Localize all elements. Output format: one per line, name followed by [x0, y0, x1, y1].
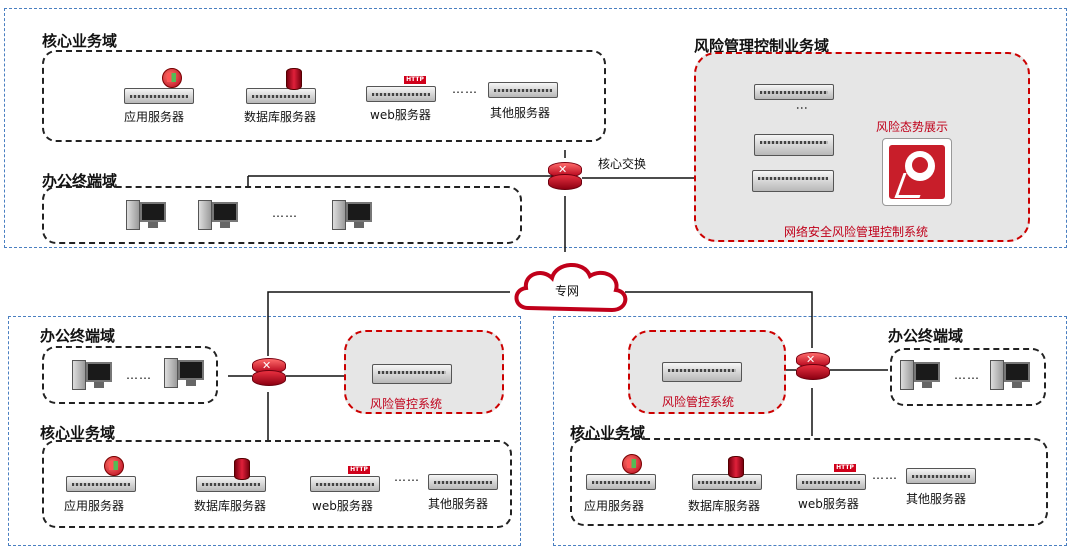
bottom-right-region	[553, 316, 1067, 546]
risk-domain-title: 风险管理控制业务域	[694, 37, 830, 55]
bl-office-ellipsis: ……	[126, 368, 152, 382]
risk-dashboard-icon	[882, 138, 952, 206]
bl-core-zone	[42, 440, 512, 528]
cloud-label: 专网	[555, 284, 580, 298]
br-core-zone	[570, 438, 1048, 526]
core-switch-icon: ✕	[548, 162, 582, 192]
pc-icon	[126, 198, 168, 230]
br-office-title: 办公终端域	[888, 327, 964, 345]
bl-office-title: 办公终端域	[40, 327, 116, 345]
pc-icon	[164, 356, 206, 388]
br-system-server-icon	[662, 362, 742, 382]
http-badge-icon: HTTP	[348, 466, 370, 474]
bl-app-server-label: 应用服务器	[64, 499, 125, 513]
bl-system-label: 风险管控系统	[370, 397, 443, 411]
other-server-label: 其他服务器	[490, 106, 551, 120]
bl-db-server-label: 数据库服务器	[194, 499, 267, 513]
other-server-icon	[428, 474, 498, 490]
db-server-icon	[246, 88, 316, 104]
db-server-icon	[196, 476, 266, 492]
app-server-label: 应用服务器	[124, 110, 185, 124]
risk-server-ellipsis-icon: ⋮	[795, 102, 809, 115]
db-server-label: 数据库服务器	[244, 110, 317, 124]
br-servers-ellipsis: ……	[872, 468, 898, 482]
bl-system-server-icon	[372, 364, 452, 384]
risk-system-label: 网络安全风险管理控制系统	[784, 225, 929, 239]
web-server-icon	[796, 474, 866, 490]
br-switch-icon: ✕	[796, 352, 830, 382]
pc-icon	[72, 358, 114, 390]
web-server-label: web服务器	[370, 108, 431, 122]
http-badge-icon: HTTP	[404, 76, 426, 84]
http-badge-icon: HTTP	[834, 464, 856, 472]
risk-server-icon	[752, 170, 834, 192]
bl-office-zone	[42, 346, 218, 404]
database-badge-icon	[234, 458, 250, 480]
database-badge-icon	[286, 68, 302, 90]
top-region	[4, 8, 1067, 248]
bl-servers-ellipsis: ……	[394, 470, 420, 484]
br-app-server-label: 应用服务器	[584, 499, 645, 513]
pc-icon	[990, 358, 1032, 390]
br-web-server-label: web服务器	[798, 497, 859, 511]
db-server-icon	[692, 474, 762, 490]
core-switch-label: 核心交换	[598, 157, 647, 171]
web-server-icon	[310, 476, 380, 492]
other-server-icon	[488, 82, 558, 98]
database-badge-icon	[728, 456, 744, 478]
top-office-title: 办公终端域	[42, 172, 118, 190]
br-office-zone	[890, 348, 1046, 406]
risk-server-icon	[754, 84, 834, 100]
top-core-title: 核心业务域	[42, 32, 118, 50]
br-system-label: 风险管控系统	[662, 395, 735, 409]
risk-domain-zone	[694, 52, 1030, 242]
bl-web-server-label: web服务器	[312, 499, 373, 513]
br-other-server-label: 其他服务器	[906, 492, 967, 506]
pc-icon	[900, 358, 942, 390]
other-server-icon	[906, 468, 976, 484]
risk-server-icon	[754, 134, 834, 156]
br-office-ellipsis: ……	[954, 368, 980, 382]
windows-badge-icon	[622, 454, 642, 474]
pc-icon	[332, 198, 374, 230]
bottom-left-region	[8, 316, 521, 546]
servers-ellipsis: ……	[452, 82, 478, 96]
app-server-icon	[124, 88, 194, 104]
windows-badge-icon	[162, 68, 182, 88]
top-office-zone	[42, 186, 522, 244]
bl-switch-icon: ✕	[252, 358, 286, 388]
app-server-icon	[66, 476, 136, 492]
app-server-icon	[586, 474, 656, 490]
pc-icon	[198, 198, 240, 230]
br-core-title: 核心业务域	[570, 424, 646, 442]
office-ellipsis: ……	[272, 206, 298, 220]
windows-badge-icon	[104, 456, 124, 476]
cloud-icon	[514, 263, 628, 313]
bl-core-title: 核心业务域	[40, 424, 116, 442]
web-server-icon	[366, 86, 436, 102]
risk-display-label: 风险态势展示	[876, 120, 949, 134]
bl-other-server-label: 其他服务器	[428, 497, 489, 511]
br-db-server-label: 数据库服务器	[688, 499, 761, 513]
top-core-zone	[42, 50, 606, 142]
